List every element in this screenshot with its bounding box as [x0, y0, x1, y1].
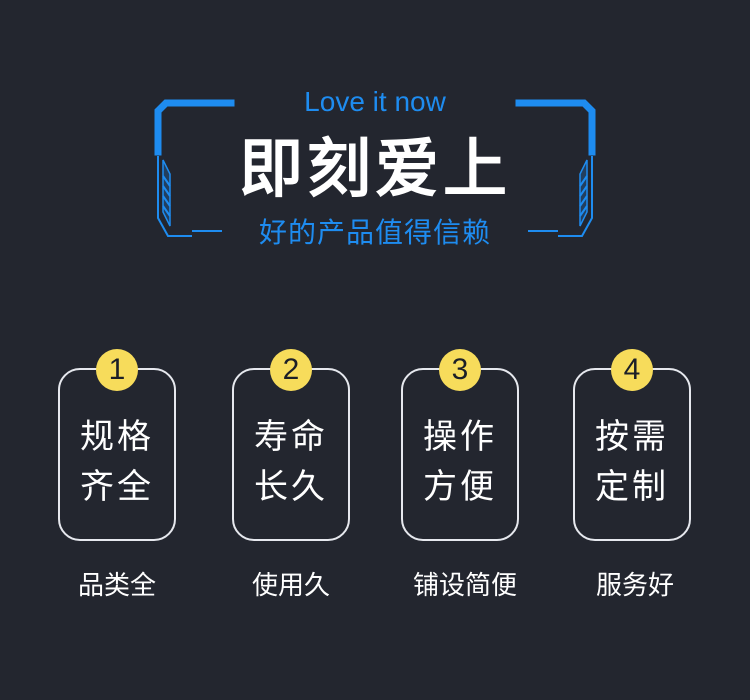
feature-line-1: 规格: [80, 417, 154, 457]
feature-card-1: 1 规格 齐全: [58, 349, 176, 541]
feature-caption-2: 使用久: [251, 571, 330, 601]
feature-line-2: 定制: [595, 467, 669, 507]
feature-card-3: 3 操作 方便: [401, 349, 519, 541]
feature-line-1: 寿命: [254, 417, 328, 457]
feature-card-text: 寿命 长久: [234, 412, 348, 512]
number-badge-1: 1: [96, 349, 138, 391]
feature-card-text: 按需 定制: [575, 412, 689, 512]
feature-line-2: 方便: [423, 467, 497, 507]
feature-card-text: 操作 方便: [403, 412, 517, 512]
right-bracket-decoration: [515, 99, 596, 237]
feature-line-1: 操作: [423, 417, 497, 457]
number-badge-2: 2: [270, 349, 312, 391]
tagline-text: 好的产品值得信赖: [258, 216, 491, 249]
feature-caption-3: 铺设简便: [412, 571, 517, 601]
feature-card-4: 4 按需 定制: [573, 349, 691, 541]
left-bracket-decoration: [154, 99, 235, 237]
feature-line-2: 齐全: [80, 467, 154, 507]
header-bracket-frame: [154, 99, 596, 237]
feature-card-2: 2 寿命 长久: [232, 349, 350, 541]
subtitle-english: Love it now: [304, 86, 446, 117]
headline-title: 即刻爱上: [239, 133, 511, 207]
number-badge-4: 4: [611, 349, 653, 391]
feature-caption-4: 服务好: [595, 571, 674, 601]
number-badge-3: 3: [439, 349, 481, 391]
feature-card-text: 规格 齐全: [60, 412, 174, 512]
feature-caption-1: 品类全: [77, 571, 156, 601]
feature-line-2: 长久: [254, 467, 328, 507]
feature-line-1: 按需: [595, 417, 669, 457]
